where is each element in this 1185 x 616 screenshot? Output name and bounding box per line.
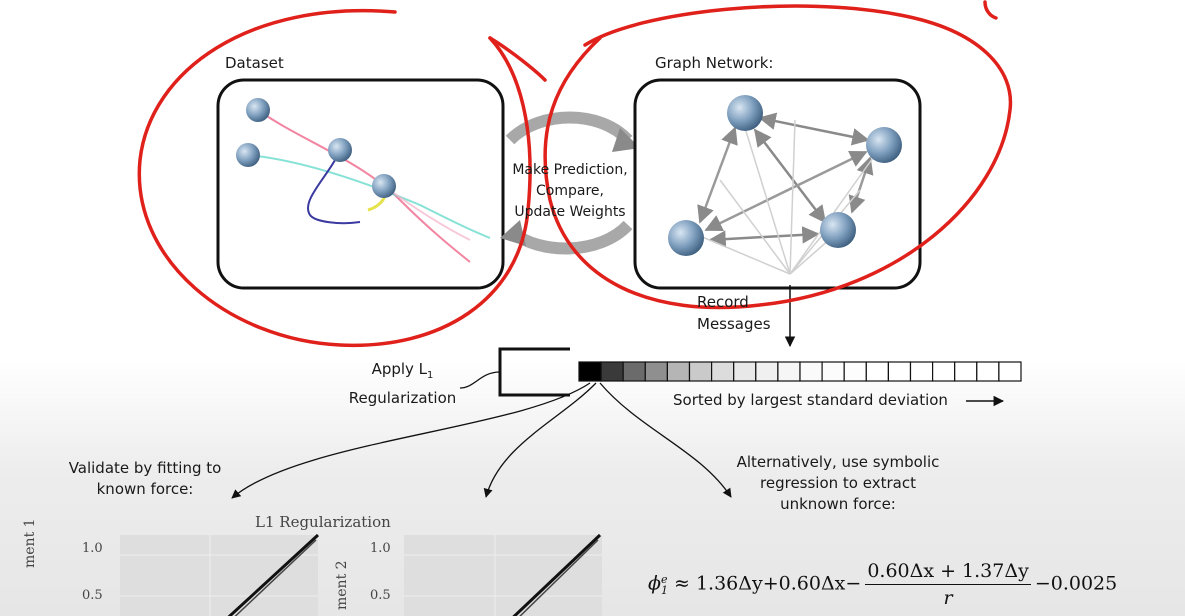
- l1-line-2: Regularization: [348, 389, 457, 407]
- dataset-ball-2: [236, 143, 260, 167]
- message-cell: [865, 361, 889, 382]
- dataset-box: [216, 78, 505, 290]
- l1-bracket: [498, 347, 570, 397]
- formula-approx: ≈: [674, 572, 690, 595]
- message-cell: [644, 361, 668, 382]
- message-cell: [622, 361, 646, 382]
- record-messages-label: Record Messages: [697, 291, 771, 335]
- cycle-line-3: Update Weights: [514, 204, 626, 220]
- alternative-line-2: regression to extract: [760, 474, 916, 492]
- message-cell: [666, 361, 691, 382]
- l1-prefix: Apply L: [371, 360, 428, 378]
- message-cell: [821, 361, 845, 382]
- message-cell: [733, 361, 757, 382]
- dataset-ball-4: [372, 174, 396, 198]
- plot2-ylabel: ment 2: [334, 560, 350, 610]
- record-line-2: Messages: [697, 315, 771, 333]
- plots-title: L1 Regularization: [255, 513, 391, 531]
- message-cell: [909, 361, 934, 382]
- formula-frac-den: r: [943, 587, 953, 609]
- plot1-ylabel: ment 1: [22, 518, 38, 568]
- graph-node-2: [866, 127, 902, 163]
- graph-node-3: [668, 220, 704, 256]
- message-cell: [777, 361, 801, 382]
- alternative-line-1: Alternatively, use symbolic: [736, 453, 940, 471]
- message-cell: [998, 361, 1022, 382]
- message-cell: [843, 361, 867, 382]
- cycle-label: Make Prediction, Compare, Update Weights: [498, 160, 642, 223]
- l1-connector: [459, 371, 501, 389]
- message-cell: [887, 361, 912, 382]
- message-cell: [976, 361, 1000, 382]
- message-cell: [710, 361, 735, 382]
- graph-node-4: [820, 212, 856, 248]
- message-cell: [931, 361, 956, 382]
- l1-line-1: Apply L1: [340, 358, 465, 387]
- message-cell: [954, 361, 978, 382]
- plot1-tick-top: 1.0: [82, 541, 103, 556]
- plot2-tick-top: 1.0: [370, 541, 391, 556]
- message-cell: [600, 361, 624, 382]
- alternative-line-3: unknown force:: [780, 495, 896, 513]
- l1-subscript: 1: [427, 370, 434, 381]
- formula-term1: 1.36Δy+0.60Δx−: [695, 572, 862, 595]
- validate-line-1: Validate by fitting to: [68, 459, 222, 477]
- message-cells: [578, 361, 1022, 382]
- dataset-title: Dataset: [225, 54, 284, 72]
- graph-node-1: [727, 95, 763, 131]
- alternative-label: Alternatively, use symbolic regression t…: [718, 452, 958, 515]
- formula-term2: −0.0025: [1034, 572, 1118, 595]
- dataset-ball-1: [246, 98, 270, 122]
- plot1-tick-mid: 0.5: [82, 588, 103, 603]
- message-cell: [755, 361, 779, 382]
- formula-frac-num: 0.60Δx + 1.37Δy: [865, 560, 1031, 585]
- red-annotations: [137, 0, 1013, 348]
- cycle-line-1: Make Prediction,: [512, 162, 628, 178]
- message-cell: [799, 361, 823, 382]
- record-line-1: Record: [697, 293, 749, 311]
- message-cell: [688, 361, 713, 382]
- fanout-arrows: [231, 382, 732, 499]
- validate-label: Validate by fitting to known force:: [45, 458, 245, 500]
- formula-lhs: ϕ: [648, 572, 661, 595]
- cycle-line-2: Compare,: [536, 183, 604, 199]
- dataset-ball-3: [328, 138, 352, 162]
- plot-1: [120, 533, 320, 616]
- plot2-tick-mid: 0.5: [370, 588, 391, 603]
- formula-lhs-sup: e: [660, 572, 668, 586]
- sorted-label: Sorted by largest standard deviation: [673, 391, 948, 409]
- graph-network-title: Graph Network:: [655, 54, 774, 72]
- message-cell: [578, 361, 602, 382]
- plot-2: [404, 533, 602, 616]
- formula-lhs-sub: 1: [660, 583, 668, 597]
- validate-line-2: known force:: [96, 480, 194, 498]
- l1-label: Apply L1 Regularization: [340, 358, 465, 409]
- graph-edges: [697, 112, 874, 248]
